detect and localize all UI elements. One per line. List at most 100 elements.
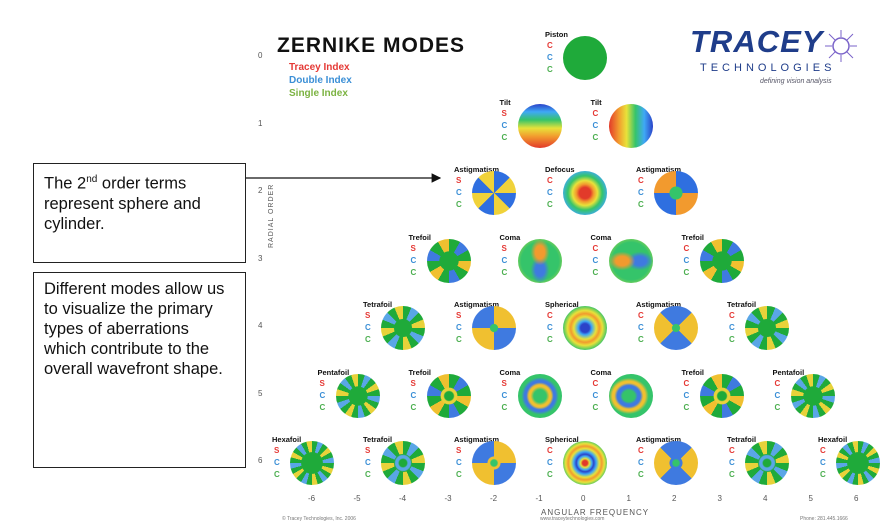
mode-index-t: C <box>592 243 599 253</box>
mode-index-t: C <box>547 446 553 455</box>
mode-disk <box>608 103 653 148</box>
mode-index-s: C <box>501 267 508 277</box>
mode-index-t: S <box>410 378 416 388</box>
mode-index-t: S <box>274 446 280 455</box>
mode-name: Pentafoil <box>317 367 350 377</box>
mode-index-t: S <box>365 311 371 320</box>
mode-index-d: C <box>592 255 599 265</box>
mode-index-t: S <box>501 378 507 388</box>
mode-index-d: C <box>638 458 644 467</box>
mode-index-t: S <box>456 446 462 455</box>
mode-index-d: C <box>820 458 826 467</box>
mode-name: Trefoil <box>681 367 705 377</box>
mode-index-d: C <box>683 255 690 265</box>
mode-index-t: C <box>820 446 826 455</box>
mode-disk <box>381 441 425 485</box>
col-tick: 2 <box>672 494 677 503</box>
col-tick: -4 <box>399 494 407 503</box>
mode-name: Astigmatism <box>454 435 500 444</box>
mode-index-s: C <box>683 267 690 277</box>
mode-disk <box>563 441 607 485</box>
mode-index-d: C <box>274 458 280 467</box>
mode-index-d: C <box>729 323 735 332</box>
mode-index-t: S <box>501 108 507 118</box>
mode-index-d: C <box>547 188 553 197</box>
mode-index-t: C <box>547 311 553 320</box>
mode-disk <box>517 373 562 418</box>
row-tick: 6 <box>258 456 263 465</box>
mode-name: Hexafoil <box>272 435 302 444</box>
mode-name: Tetrafoil <box>727 435 757 444</box>
row-tick: 3 <box>258 253 263 263</box>
mode-index-s: C <box>274 470 280 479</box>
mode-index-t: S <box>410 243 416 253</box>
mode-index-t: C <box>729 311 735 320</box>
mode-name: Tetrafoil <box>363 300 393 309</box>
mode-index-t: S <box>456 176 462 185</box>
mode-disk <box>745 441 789 485</box>
mode-index-d: C <box>501 255 508 265</box>
mode-disk <box>335 373 380 418</box>
mode-disk <box>654 441 698 485</box>
starburst-icon <box>825 30 857 62</box>
mode-index-s: C <box>774 402 781 412</box>
col-tick: -3 <box>444 494 452 503</box>
mode-disk <box>472 306 516 350</box>
col-tick: -2 <box>490 494 498 503</box>
mode-disk <box>563 171 607 215</box>
mode-index-s: C <box>729 470 735 479</box>
mode-disk <box>608 238 653 283</box>
footer-left: © Tracey Technologies, Inc. 2006 <box>282 516 356 522</box>
footer-center: www.traceytechnologies.com <box>540 516 605 522</box>
mode-index-s: C <box>501 402 508 412</box>
callout-order2-pre: The 2 <box>44 174 87 193</box>
mode-name: Trefoil <box>408 232 432 242</box>
mode-index-d: C <box>592 120 599 130</box>
mode-index-d: C <box>729 458 735 467</box>
mode-index-t: C <box>638 446 644 455</box>
mode-name: Spherical <box>545 300 579 309</box>
mode-index-s: C <box>410 267 417 277</box>
mode-index-d: C <box>592 390 599 400</box>
mode-index-t: C <box>592 378 599 388</box>
col-tick: -1 <box>535 494 543 503</box>
mode-name: Trefoil <box>408 367 432 377</box>
row-tick: 5 <box>258 388 263 398</box>
mode-index-d: C <box>456 458 462 467</box>
mode-index-s: C <box>592 402 599 412</box>
mode-index-s: C <box>592 267 599 277</box>
mode-index-s: C <box>319 402 326 412</box>
legend-tracey: Tracey Index <box>289 62 350 73</box>
mode-index-s: C <box>638 470 644 479</box>
mode-disk <box>563 306 607 350</box>
mode-index-d: C <box>683 390 690 400</box>
mode-index-d: C <box>456 323 462 332</box>
mode-index-d: C <box>547 458 553 467</box>
mode-index-d: C <box>547 323 553 332</box>
mode-index-t: C <box>547 41 553 50</box>
mode-name: Astigmatism <box>636 300 682 309</box>
mode-index-t: S <box>319 378 325 388</box>
col-tick: 6 <box>854 494 859 503</box>
mode-disk <box>790 373 835 418</box>
mode-disk <box>472 441 516 485</box>
mode-index-t: C <box>774 378 781 388</box>
footer-right: Phone: 281.445.1666 <box>800 516 848 522</box>
col-tick: -6 <box>308 494 316 503</box>
row-tick: 1 <box>258 118 263 128</box>
